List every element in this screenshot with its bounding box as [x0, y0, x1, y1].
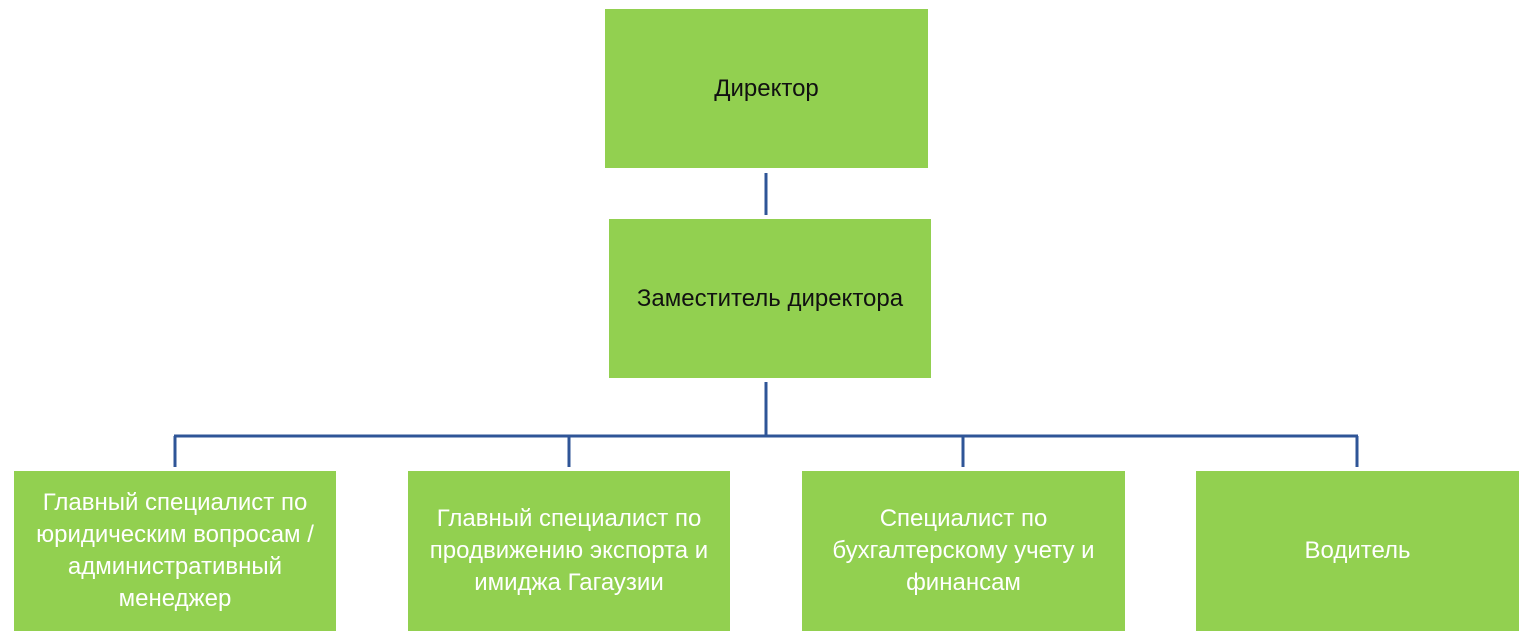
- subordinate-label-accounting: Специалист по бухгалтерскому учету и фин…: [832, 505, 1095, 596]
- subordinate-label-export: Главный специалист по продвижению экспор…: [429, 505, 709, 596]
- subordinate-label-legal: Главный специалист по юридическим вопрос…: [36, 489, 314, 612]
- deputy-director-box: Заместитель директора: [609, 219, 931, 378]
- subordinate-box-accounting: Специалист по бухгалтерскому учету и фин…: [802, 471, 1125, 631]
- deputy-director-label: Заместитель директора: [636, 284, 904, 312]
- subordinate-box-export: Главный специалист по продвижению экспор…: [408, 471, 730, 631]
- director-box: Директор: [605, 9, 928, 168]
- subordinate-label-driver: Водитель: [1304, 537, 1411, 564]
- subordinate-box-driver: Водитель: [1196, 471, 1519, 631]
- subordinate-box-legal: Главный специалист по юридическим вопрос…: [14, 471, 336, 631]
- director-label: Директор: [714, 74, 819, 102]
